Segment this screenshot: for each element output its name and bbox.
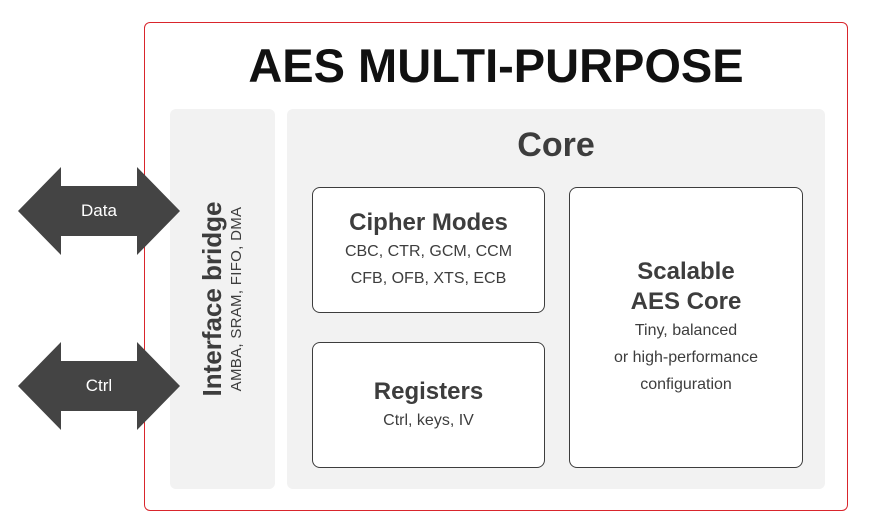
cipher-modes-line2: CFB, OFB, XTS, ECB bbox=[350, 270, 507, 287]
core-title: Core bbox=[517, 126, 595, 164]
interface-bridge-subtitle: AMBA, SRAM, FIFO, DMA bbox=[228, 206, 245, 392]
scalable-line1: Tiny, balanced bbox=[634, 322, 738, 339]
data-double-arrow-icon bbox=[18, 167, 180, 255]
cipher-modes-line1: CBC, CTR, GCM, CCM bbox=[344, 243, 513, 260]
interface-bridge-label: Interface bridge AMBA, SRAM, FIFO, DMA bbox=[197, 201, 247, 396]
scalable-title-line1: Scalable bbox=[637, 258, 735, 285]
registers-box: Registers Ctrl, keys, IV bbox=[312, 342, 545, 468]
scalable-aes-core-box: Scalable AES Core Tiny, balanced or high… bbox=[569, 187, 803, 468]
cipher-modes-box: Cipher Modes CBC, CTR, GCM, CCM CFB, OFB… bbox=[312, 187, 545, 313]
scalable-line2: or high-performance bbox=[613, 349, 759, 366]
ctrl-double-arrow-icon bbox=[18, 342, 180, 430]
scalable-title-line2: AES Core bbox=[630, 288, 742, 315]
data-arrow-label: Data bbox=[81, 201, 117, 220]
ctrl-arrow-label: Ctrl bbox=[85, 376, 113, 395]
diagram-title: AES MULTI-PURPOSE bbox=[248, 39, 744, 92]
scalable-line3: configuration bbox=[640, 376, 732, 393]
cipher-modes-title: Cipher Modes bbox=[349, 209, 508, 236]
registers-title: Registers bbox=[373, 377, 484, 405]
interface-bridge-title: Interface bridge bbox=[197, 201, 227, 397]
interface-bridge-panel bbox=[170, 109, 275, 489]
registers-line1: Ctrl, keys, IV bbox=[383, 411, 474, 429]
